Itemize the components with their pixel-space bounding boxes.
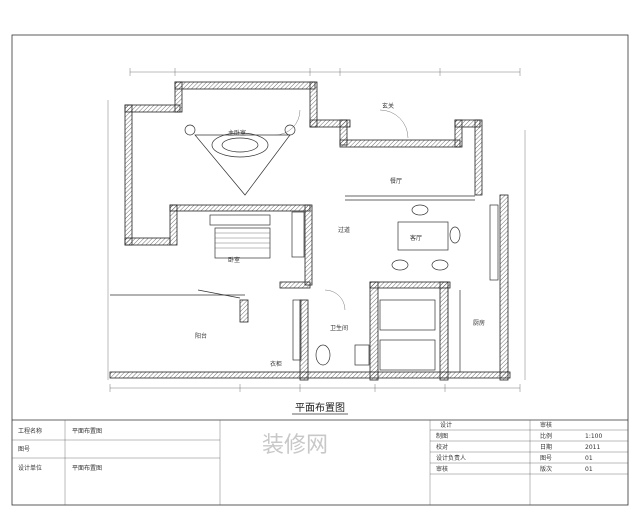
tb-r3c2: 平面布置图 (72, 464, 102, 472)
title-block (12, 419, 628, 505)
wash-basin (354, 344, 370, 366)
tb-cell-1-2: 日期 (540, 443, 552, 451)
watermark: 装修网 (262, 433, 328, 458)
tb-cell-2-2: 图号 (540, 455, 552, 462)
bottom-dimension-line (109, 384, 521, 392)
tb-head-2: 审核 (540, 421, 552, 429)
toilet (315, 344, 331, 366)
door-arc-entry (379, 109, 409, 139)
wardrobe (291, 211, 305, 258)
label-closet: 衣柜 (270, 360, 282, 368)
label-kitchen: 厨房 (473, 319, 485, 327)
bath-cabinet (292, 299, 302, 361)
title-block-rows: 制图 比例 1:100 校对 日期 2011 设计负责人 图号 01 审核 版次 01 (436, 432, 602, 473)
tb-cell-3-0: 审核 (436, 465, 448, 473)
sheet-frame (11, 34, 629, 506)
tb-r3c1: 设计单位 (18, 464, 42, 472)
tb-cell-0-3: 1:100 (585, 433, 602, 440)
tb-r1c1: 工程名称 (18, 427, 42, 435)
bedroom-bed (209, 214, 271, 259)
tb-cell-3-2: 版次 (540, 465, 552, 473)
tb-head-1: 设计 (440, 421, 452, 429)
tv-cabinet (489, 204, 499, 281)
tb-cell-1-3: 2011 (585, 444, 600, 451)
label-bathroom: 卫生间 (330, 324, 348, 332)
door-arc-bath (324, 289, 346, 311)
label-bedroom: 卧室 (228, 256, 240, 264)
label-dining: 餐厅 (390, 177, 402, 185)
tb-r2c1: 图号 (18, 446, 30, 453)
label-entry: 玄关 (382, 102, 394, 110)
tb-cell-0-0: 制图 (436, 432, 448, 440)
label-balcony: 阳台 (195, 332, 207, 340)
label-hall: 过道 (338, 226, 350, 234)
tb-cell-1-0: 校对 (436, 443, 448, 451)
door-arc-master (274, 109, 301, 136)
dining-table (391, 204, 461, 271)
master-bed (184, 124, 296, 196)
tb-cell-2-0: 设计负责人 (436, 454, 466, 462)
top-dimension-line (129, 68, 521, 76)
tb-cell-2-3: 01 (585, 455, 593, 462)
tb-cell-0-2: 比例 (540, 432, 552, 440)
tb-cell-3-3: 01 (585, 466, 593, 473)
drawing-title: 平面布置图 (295, 402, 345, 414)
tb-r1c2: 平面布置图 (72, 427, 102, 435)
label-living: 客厅 (410, 234, 422, 242)
label-master-bedroom: 主卧室 (228, 129, 246, 137)
walls (109, 81, 511, 381)
